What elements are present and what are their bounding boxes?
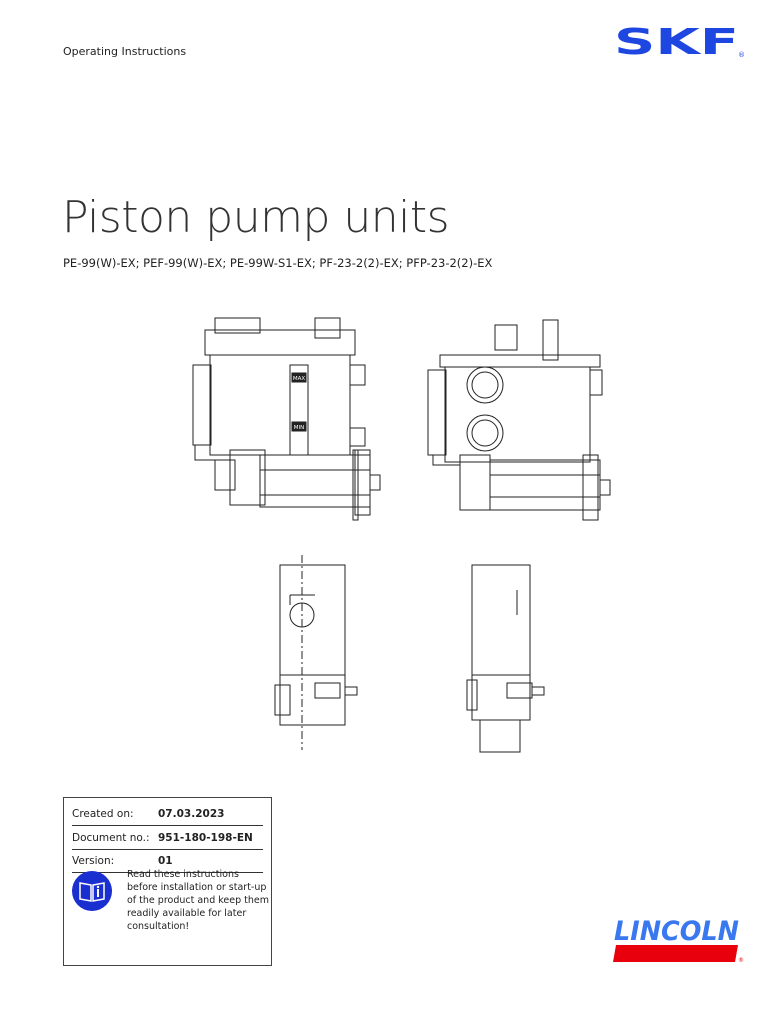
skf-logo: SKF ® [614, 24, 745, 60]
version-value: 01 [158, 855, 173, 867]
pump-front-view-drawing-variant [425, 315, 630, 525]
created-value: 07.03.2023 [158, 808, 225, 820]
svg-text:SKF: SKF [614, 24, 739, 60]
model-list: PE-99(W)-EX; PEF-99(W)-EX; PE-99W-S1-EX;… [63, 256, 493, 270]
created-row: Created on: 07.03.2023 [72, 803, 263, 826]
document-number-label: Document no.: [72, 832, 150, 844]
pump-side-view-drawing-variant [462, 555, 557, 755]
svg-text:®: ® [738, 957, 744, 964]
version-row: Version: 01 [72, 850, 263, 873]
page-title: Piston pump units [62, 192, 450, 243]
svg-text:®: ® [738, 51, 745, 59]
document-info-box: Created on: 07.03.2023 Document no.: 951… [63, 797, 272, 966]
svg-text:LINCOLN: LINCOLN [614, 916, 739, 947]
document-type-label: Operating Instructions [63, 45, 187, 58]
min-level-label: MIN [294, 425, 304, 431]
version-label: Version: [72, 855, 115, 867]
read-manual-icon [72, 871, 112, 911]
document-number-row: Document no.: 951-180-198-EN [72, 827, 263, 850]
created-label: Created on: [72, 808, 134, 820]
document-number-value: 951-180-198-EN [158, 832, 253, 844]
read-instructions-note: Read these instructions before installat… [127, 869, 269, 932]
pump-front-view-drawing: MAX MIN [175, 310, 385, 525]
pump-side-view-drawing [270, 555, 365, 755]
max-level-label: MAX [293, 376, 306, 382]
lincoln-logo: LINCOLN ® [613, 916, 744, 964]
